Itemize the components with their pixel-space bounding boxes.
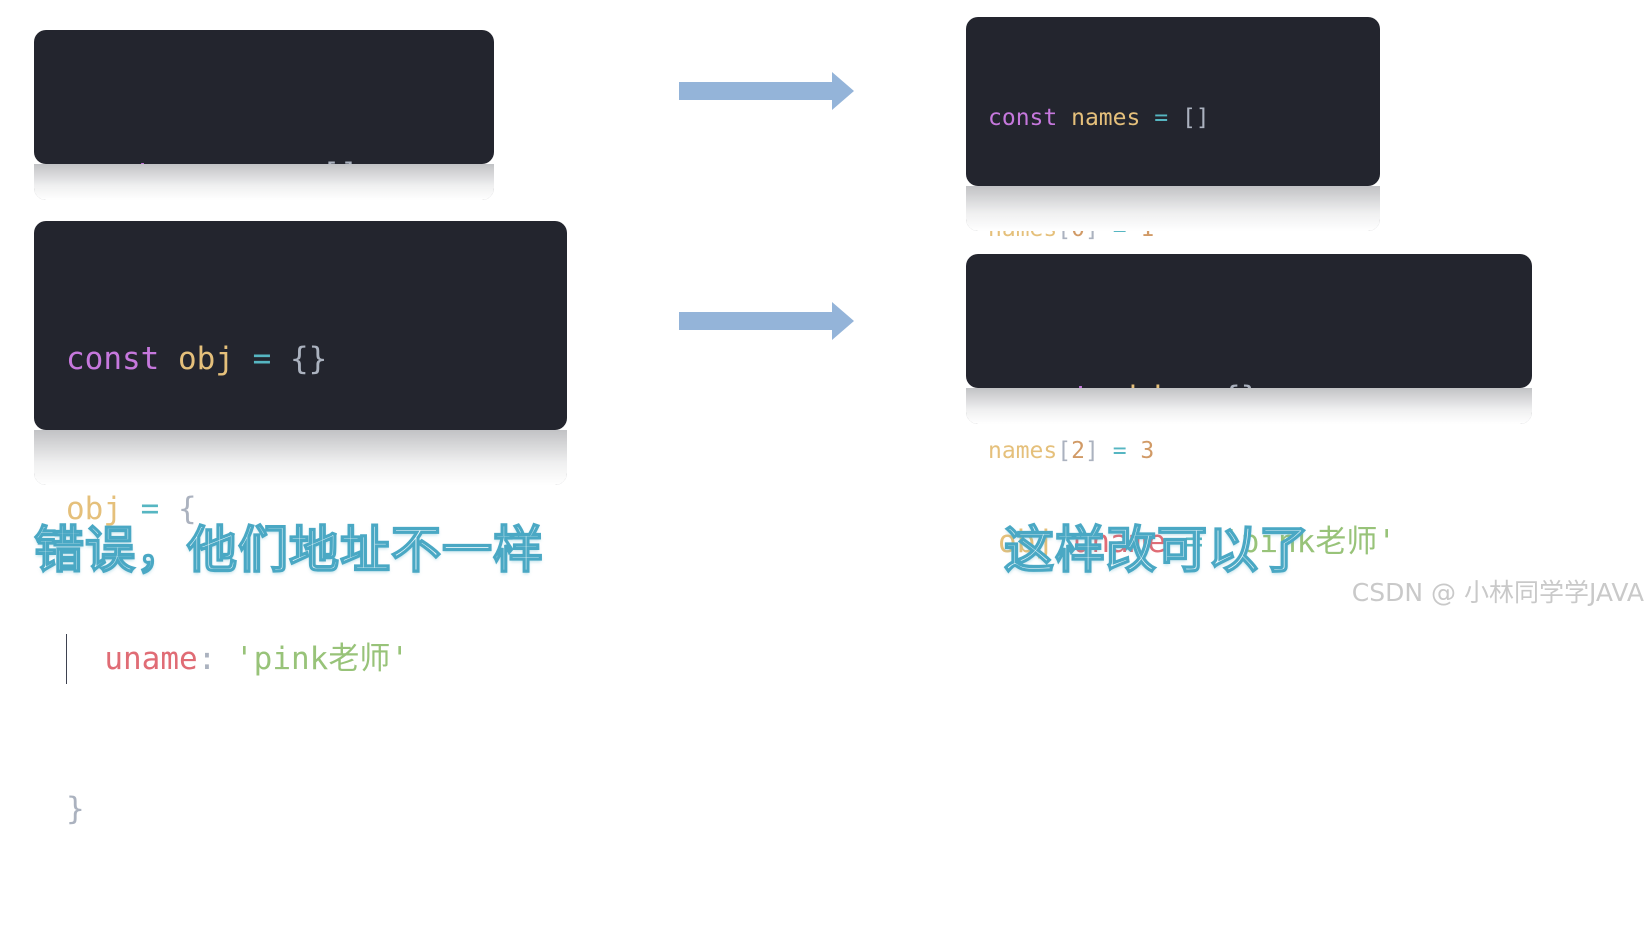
operator: = (140, 491, 160, 527)
indent-guide (66, 634, 104, 684)
operator: = (1184, 524, 1204, 560)
keyword: const (66, 341, 160, 377)
punctuation: [] (1181, 105, 1210, 131)
variable: names (988, 438, 1058, 464)
caption-wrong: 错误，他们地址不一样 (33, 520, 544, 580)
punctuation: } (66, 791, 85, 827)
reflection-mirror: const obj = {} obj = { uname: 'pink老师' } (34, 430, 567, 485)
code-line: const names = [] (988, 100, 1358, 137)
watermark: CSDN @ 小林同学学JAVA (1351, 578, 1644, 607)
punctuation: ] (1084, 438, 1099, 464)
number: 2 (1071, 438, 1085, 464)
variable: obj (178, 341, 234, 377)
code-panel-array-wrong: const names = [] names = [1, 2, 3] const… (34, 30, 494, 343)
property: uname (1072, 524, 1166, 560)
string: 'pink老师' (1222, 524, 1396, 560)
operator: = (1112, 438, 1127, 464)
panel-reflection: const obj = {} obj = { uname: 'pink老师' } (34, 430, 567, 485)
punctuation: . (1054, 524, 1073, 560)
code-line: names[2] = 3 (988, 433, 1358, 470)
code-block: const obj = {} obj.uname = 'pink老师' (966, 254, 1532, 560)
code-block: const names = [] names = [1, 2, 3] (34, 30, 494, 343)
panel-reflection: const names = [] names = [1, 2, 3] (34, 164, 494, 200)
caption-correct: 这样改可以了 (1003, 520, 1310, 580)
operator: = (252, 341, 272, 377)
reflection-mirror: const names = [] names[0] = 1 names[1] =… (966, 186, 1380, 231)
reflection-mirror: const obj = {} obj.uname = 'pink老师' (966, 388, 1532, 424)
punctuation: {} (290, 341, 328, 377)
code-block: const names = [] names[0] = 1 names[1] =… (966, 17, 1380, 464)
punctuation: : (197, 641, 217, 677)
code-panel-object-wrong: const obj = {} obj = { uname: 'pink老师' }… (34, 221, 567, 827)
code-line: uname: 'pink老师' (66, 634, 535, 684)
variable: names (1071, 105, 1141, 131)
panel-reflection: const obj = {} obj.uname = 'pink老师' (966, 388, 1532, 424)
variable: obj (998, 524, 1054, 560)
operator: = (1154, 105, 1169, 131)
keyword: const (988, 105, 1058, 131)
code-panel-object-right: const obj = {} obj.uname = 'pink老师' cons… (966, 254, 1532, 560)
panel-reflection: const names = [] names[0] = 1 names[1] =… (966, 186, 1380, 231)
property: uname (104, 641, 198, 677)
code-line: obj.uname = 'pink老师' (998, 518, 1500, 566)
reflection-mirror: const names = [] names = [1, 2, 3] (34, 164, 494, 200)
code-block: const obj = {} obj = { uname: 'pink老师' } (34, 221, 567, 827)
arrow-right-icon (679, 302, 854, 340)
arrow-right-icon (679, 72, 854, 110)
code-panel-array-right: const names = [] names[0] = 1 names[1] =… (966, 17, 1380, 464)
number: 3 (1140, 438, 1155, 464)
string: 'pink老师' (235, 641, 409, 677)
code-line: obj = { (66, 484, 535, 534)
punctuation: [ (1057, 438, 1072, 464)
variable: obj (66, 491, 122, 527)
punctuation: { (178, 491, 197, 527)
code-line: } (66, 784, 535, 834)
code-line: const obj = {} (66, 334, 535, 384)
